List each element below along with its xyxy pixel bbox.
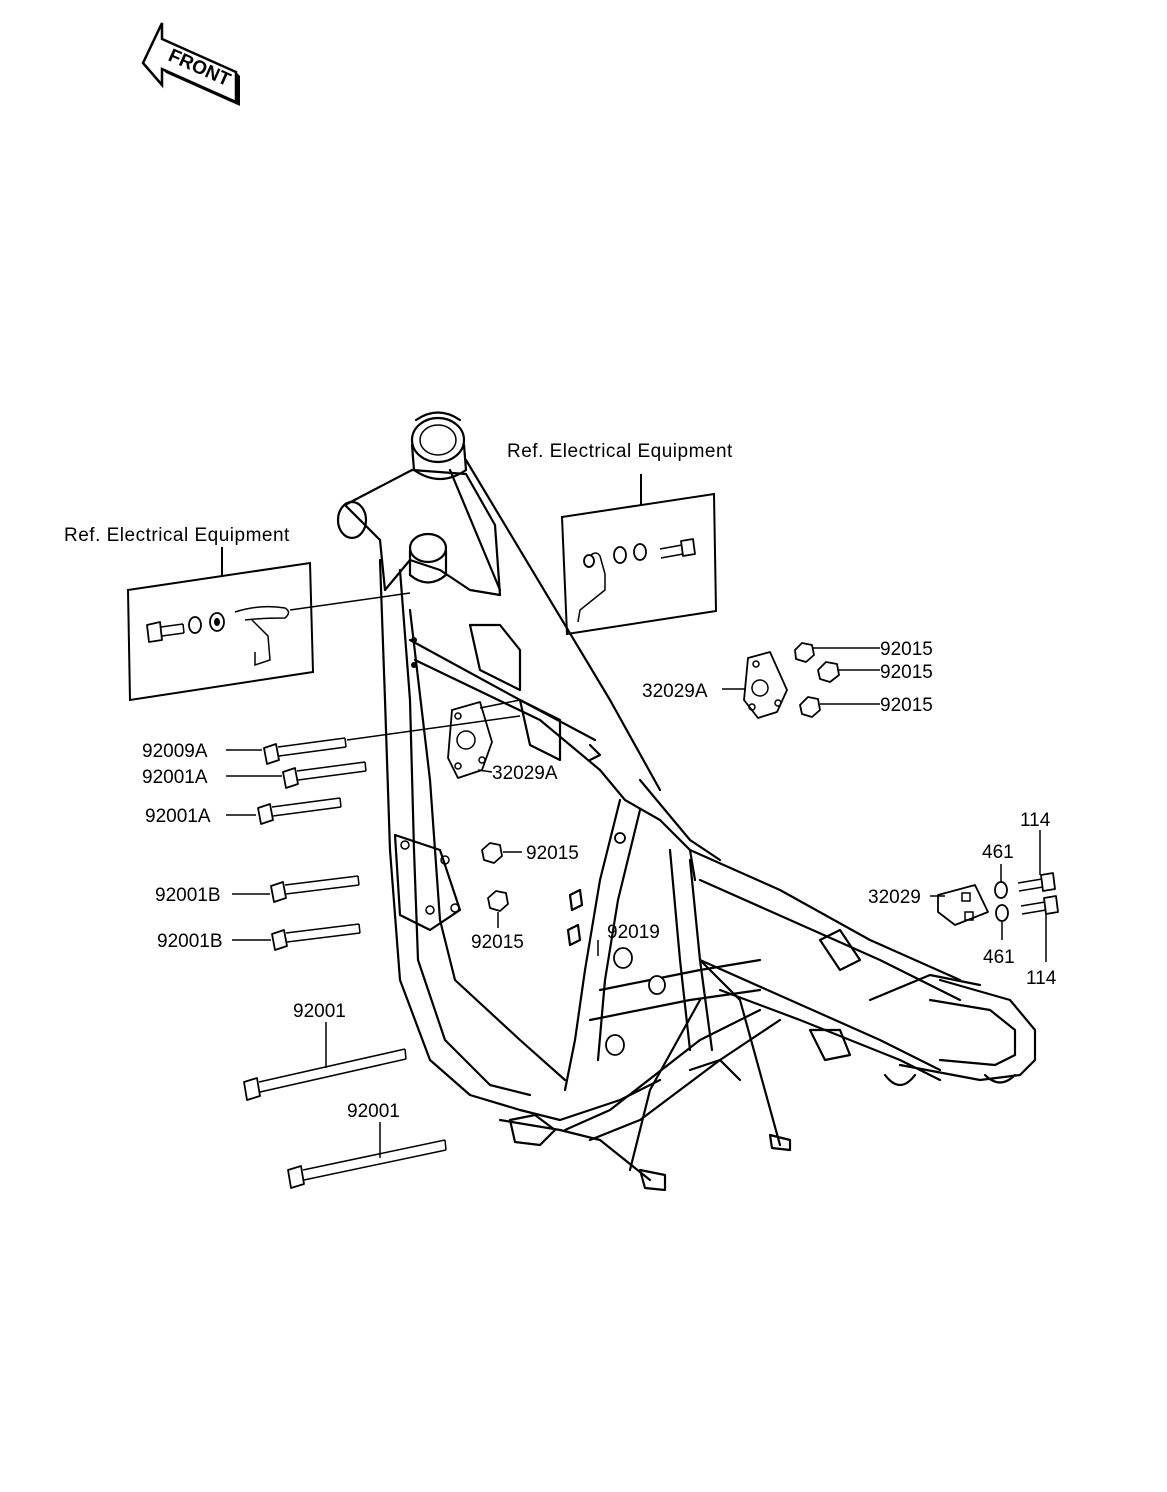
- nut-92015-5: [487, 890, 509, 912]
- bolt-92001-1: [243, 1022, 407, 1101]
- bolt-114-1: [1017, 830, 1056, 892]
- reference-box-left: [126, 547, 411, 702]
- bolt-92001b-2: [271, 923, 361, 951]
- part-label: 32029A: [492, 763, 558, 784]
- part-label: 92001B: [155, 885, 221, 906]
- bolt-92009a: [263, 715, 521, 765]
- part-label: 32029A: [642, 681, 708, 702]
- part-label: 92001A: [142, 767, 208, 788]
- part-label: 92015: [526, 843, 579, 864]
- bolt-114-2: [1020, 895, 1059, 962]
- nut-92015-3: [799, 696, 821, 718]
- part-label: 92001: [293, 1001, 346, 1022]
- part-label: 92001B: [157, 931, 223, 952]
- part-label: 92019: [607, 922, 660, 943]
- part-label: 114: [1026, 968, 1057, 989]
- part-label: 461: [983, 947, 1015, 968]
- mount-32029: [930, 884, 989, 926]
- bolt-92001a-1: [282, 761, 367, 789]
- part-label: 92015: [880, 695, 933, 716]
- reference-label-right: Ref. Electrical Equipment: [507, 441, 733, 462]
- part-label: 32029: [868, 887, 921, 908]
- part-label: 92015: [880, 662, 933, 683]
- part-label: 92009A: [142, 741, 208, 762]
- part-label: 92001A: [145, 806, 211, 827]
- washer-461-2: [995, 904, 1009, 922]
- bolt-92001b-1: [270, 875, 360, 903]
- bracket-32029a-right: [743, 651, 788, 719]
- front-arrow-icon: FRONT: [141, 22, 240, 106]
- part-label: 114: [1020, 810, 1051, 831]
- reference-box-right: [560, 474, 718, 636]
- bolt-92001-2: [287, 1122, 447, 1189]
- nut-92015-2: [817, 661, 840, 683]
- part-label: 461: [982, 842, 1014, 863]
- bolt-92001a-2: [257, 797, 342, 825]
- reference-label-left: Ref. Electrical Equipment: [64, 525, 290, 546]
- washer-461-1: [994, 881, 1008, 899]
- part-label: 92001: [347, 1101, 400, 1122]
- nut-92015-4: [481, 842, 503, 864]
- part-label: 92015: [471, 932, 524, 953]
- part-label: 92015: [880, 639, 933, 660]
- nut-92015-1: [794, 642, 815, 663]
- motorcycle-frame: [336, 411, 1037, 1192]
